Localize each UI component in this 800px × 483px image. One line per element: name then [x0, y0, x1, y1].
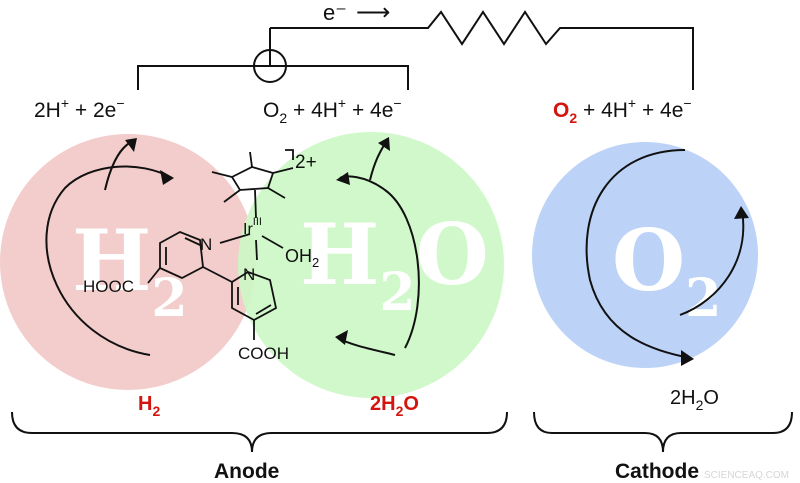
- anode-label: Anode: [214, 460, 279, 483]
- cathode-water-label: 2H2O: [670, 387, 719, 413]
- h2o-circle: [238, 132, 504, 398]
- aqua-ligand-label: OH2: [285, 246, 319, 270]
- anode-water-label: 2H2O: [370, 393, 419, 419]
- junction-symbol: [253, 49, 287, 83]
- complex-charge-label: 2+: [295, 152, 317, 173]
- anode-reaction-left: 2H+ + 2e−: [34, 95, 125, 122]
- anode-reaction-right: O2 + 4H+ + 4e−: [263, 95, 402, 126]
- h2-circle: [0, 134, 256, 390]
- molecule-labels: IrIII OH2 2+ N N HOOC COOH: [83, 152, 319, 363]
- iridium-label: IrIII: [243, 216, 262, 238]
- circuit-wire: [137, 10, 694, 90]
- arrowheads: [125, 137, 749, 366]
- electron-label: e⁻: [323, 0, 347, 25]
- h2o-circle-label: H2O: [300, 205, 489, 323]
- carboxyl-left-label: HOOC: [83, 277, 134, 296]
- o2-circle-label: O2: [612, 211, 721, 329]
- ir-complex-molecule: [147, 149, 294, 340]
- carboxyl-bottom-label: COOH: [238, 344, 289, 363]
- h2o-cycle-arrow: [339, 175, 420, 349]
- nitrogen-label-1: N: [200, 235, 212, 254]
- cathode-reaction: O2 + 4H+ + 4e−: [553, 95, 692, 126]
- watermark: SCIENCEAQ.COM: [704, 470, 789, 481]
- o2-outer-arrow: [585, 149, 691, 359]
- o2-circle: [532, 142, 758, 368]
- cathode-label: Cathode: [615, 460, 699, 483]
- nitrogen-label-2: N: [243, 265, 255, 284]
- cathode-brace: [533, 411, 793, 453]
- anode-h2-label: H2: [138, 393, 160, 419]
- o2-inner-arrow: [679, 209, 745, 316]
- electron-arrow: ⟶: [356, 0, 390, 26]
- anode-brace: [11, 411, 508, 453]
- h2-cycle-arrow: [45, 165, 173, 356]
